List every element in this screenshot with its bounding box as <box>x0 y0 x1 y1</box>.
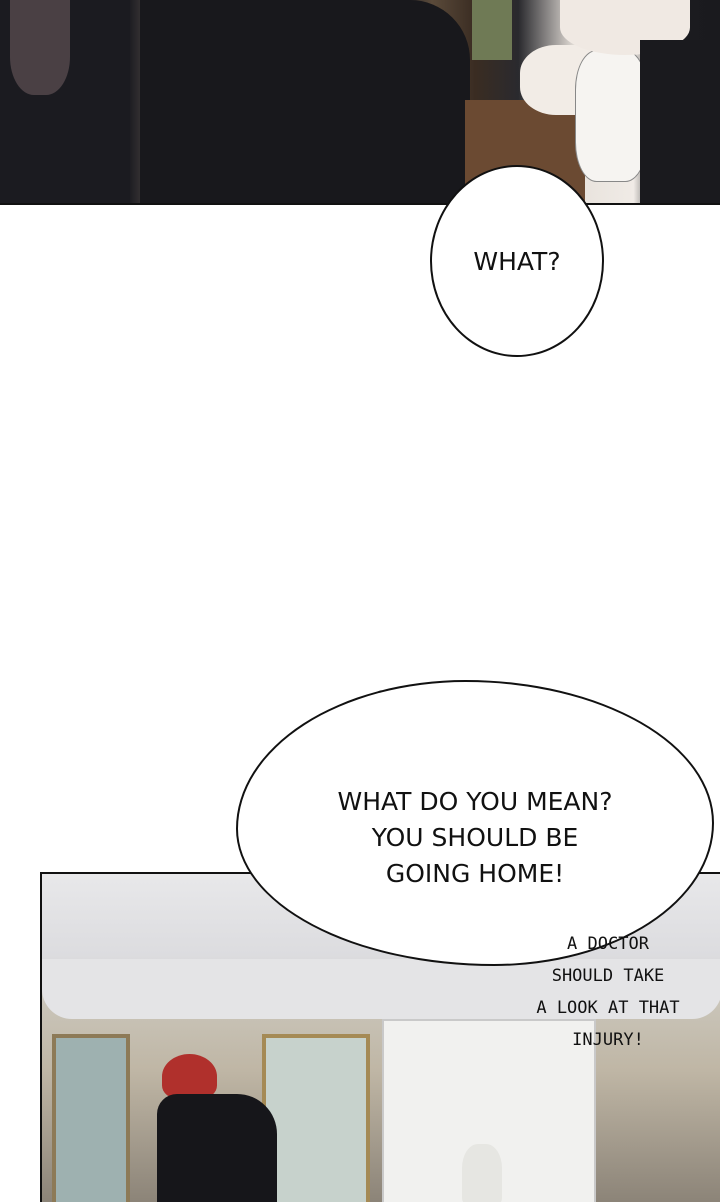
white-cravat <box>575 50 647 182</box>
figure-center-suit <box>140 0 470 203</box>
window-center <box>262 1034 370 1202</box>
speech-bubble-what: WHAT? <box>430 165 604 357</box>
top-comic-panel <box>0 0 720 205</box>
red-haired-man-body <box>157 1094 277 1202</box>
figure-right-coat <box>640 40 720 203</box>
window-greenery <box>472 0 512 60</box>
side-dialogue-doctor: A DOCTOR SHOULD TAKE A LOOK AT THAT INJU… <box>536 934 680 1050</box>
red-haired-man-hair <box>162 1054 217 1099</box>
bubble-text: WHAT? <box>473 246 561 276</box>
speech-bubble-go-home: WHAT DO YOU MEAN? YOU SHOULD BE GOING HO… <box>236 680 714 966</box>
window-left <box>52 1034 130 1202</box>
flower-vase <box>462 1144 502 1202</box>
carriage-ceiling <box>42 959 720 1019</box>
figure-hair <box>10 0 70 95</box>
bubble-text: WHAT DO YOU MEAN? YOU SHOULD BE GOING HO… <box>337 787 613 888</box>
